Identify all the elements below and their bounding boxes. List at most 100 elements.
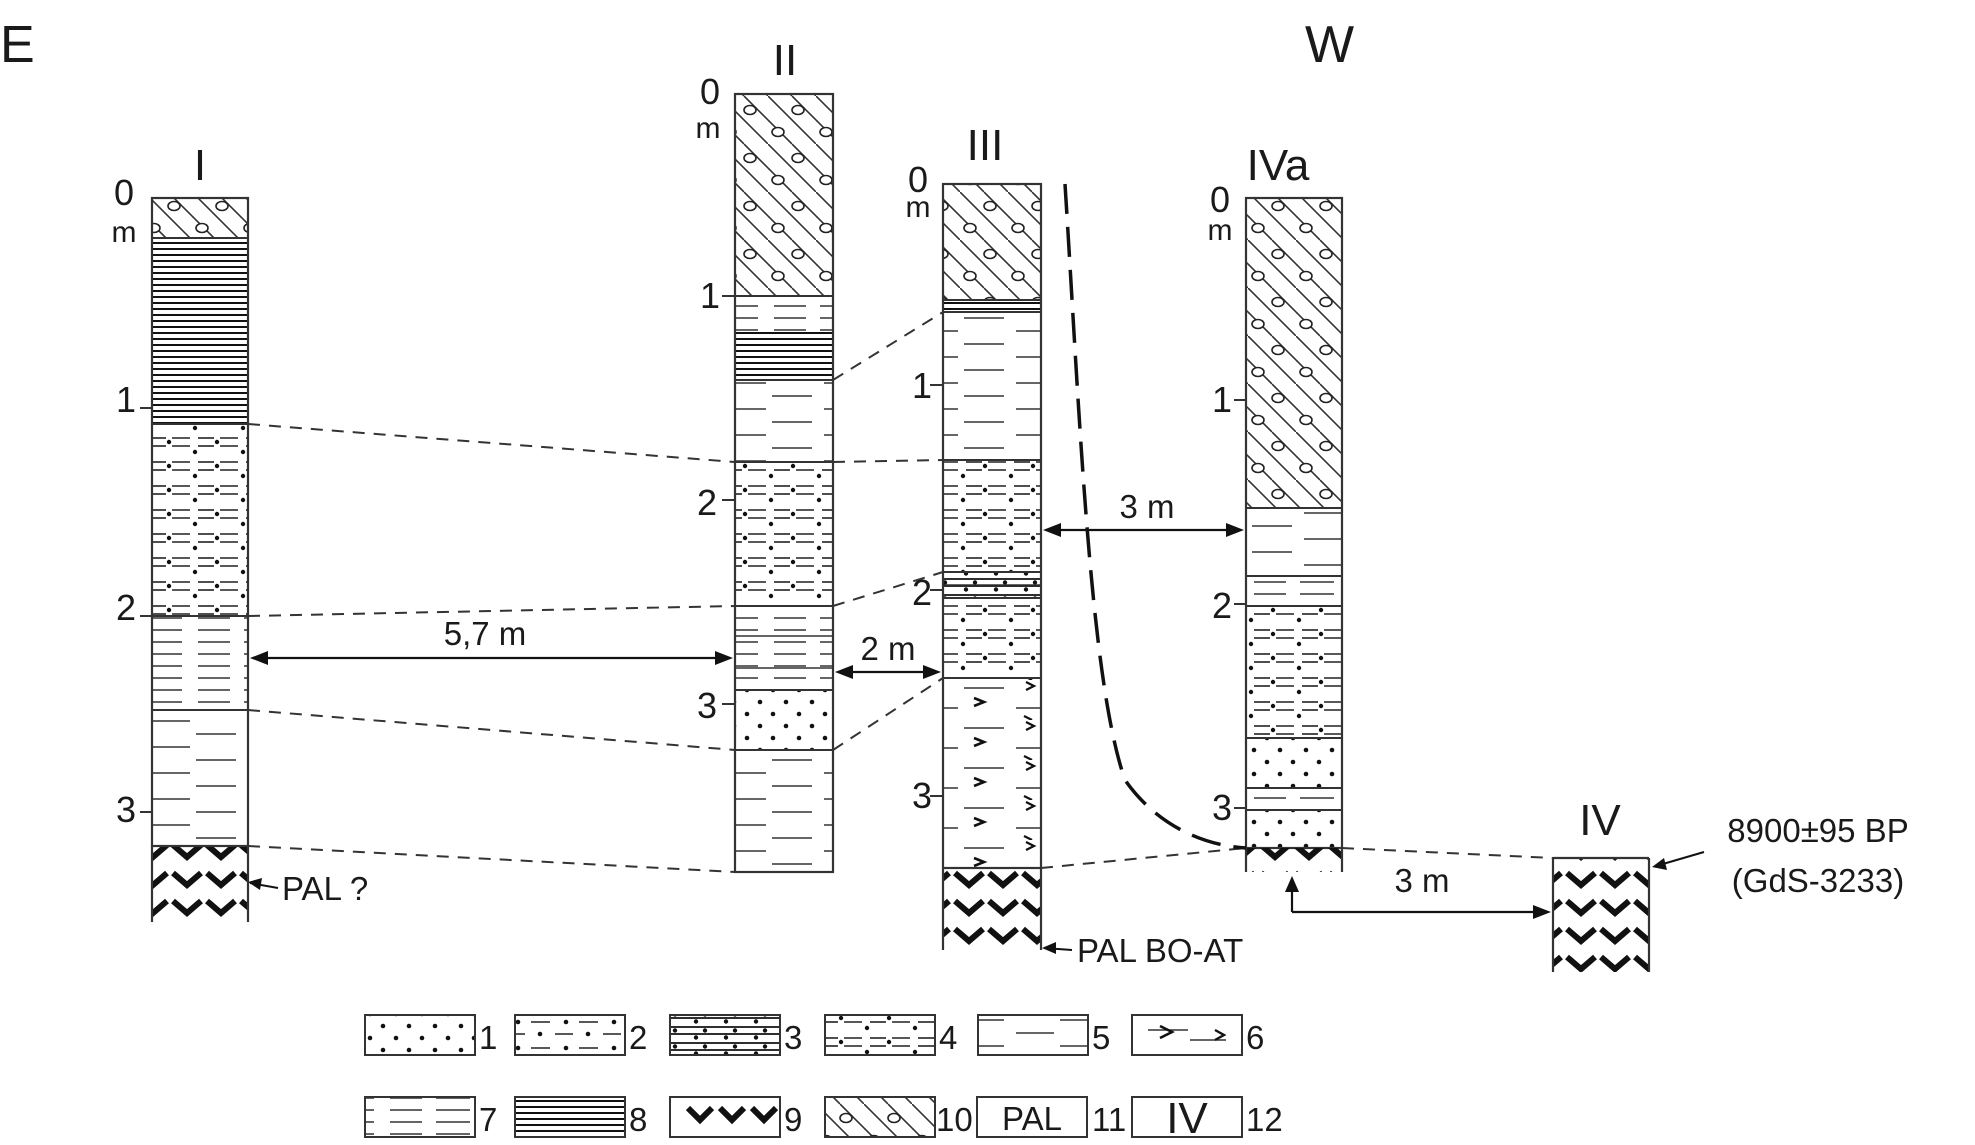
depth-label: 2 xyxy=(697,482,717,523)
column-IV: IV 8900±95 BP (GdS-3233) xyxy=(1551,796,1909,972)
column-label-IVa: IVa xyxy=(1247,141,1310,190)
legend-number: 6 xyxy=(1246,1019,1264,1056)
layer-sand xyxy=(1246,810,1342,848)
legend-number: 2 xyxy=(629,1019,647,1056)
layer-silt-with-plant-remains xyxy=(943,678,1041,868)
legend-item: 2 xyxy=(514,1014,647,1056)
legend-pattern-text: IV xyxy=(1166,1094,1208,1143)
legend-number: 4 xyxy=(939,1019,957,1056)
legend-item: 8 xyxy=(514,1096,647,1138)
layer-clayey-silt xyxy=(735,296,833,332)
layer-clayey-silt xyxy=(1246,576,1342,606)
direction-east: E xyxy=(0,16,35,74)
layer-sandy-silt xyxy=(152,424,248,616)
depth-label: 3 xyxy=(1212,787,1232,828)
layer-diamicton xyxy=(735,94,833,296)
depth-label: 1 xyxy=(912,365,932,406)
pollen-sample-label: PAL BO-AT xyxy=(1077,932,1243,969)
legend-item: 10 xyxy=(824,1096,973,1138)
legend-number: 5 xyxy=(1092,1019,1110,1056)
legend-item: 4 xyxy=(824,1014,957,1056)
legend-item: 3 xyxy=(669,1014,802,1056)
distance-arrow-III-IVa: 3 m xyxy=(1043,488,1244,537)
layer-laminated-clay xyxy=(943,300,1041,312)
layer-sand xyxy=(735,690,833,750)
layer-laminated-clay xyxy=(735,332,833,380)
layer-silt xyxy=(152,710,248,846)
layer-palaeosol xyxy=(943,868,1041,950)
legend-item: 1 xyxy=(364,1014,497,1056)
layer-sandy-silt xyxy=(1246,606,1342,738)
legend-number: 1 xyxy=(479,1019,497,1056)
depth-label: 1 xyxy=(116,379,136,420)
distance-label: 3 m xyxy=(1394,862,1449,899)
depth-label: 0 xyxy=(114,172,134,213)
layer-diamicton xyxy=(152,198,248,238)
column-IVa: IVa 0 m 1 2 3 xyxy=(1208,141,1344,872)
distance-label: 5,7 m xyxy=(444,615,527,652)
layer-palaeosol xyxy=(152,846,248,922)
distance-arrow-I-II: 5,7 m xyxy=(250,615,733,665)
legend-number: 7 xyxy=(479,1101,497,1138)
layer-diamicton xyxy=(1246,198,1342,508)
depth-label: 0 xyxy=(908,159,928,200)
column-label-II: II xyxy=(773,36,797,85)
legend-number: 12 xyxy=(1246,1101,1283,1138)
depth-label: 2 xyxy=(912,572,932,613)
distance-arrow-IVa-IV: 3 m xyxy=(1285,862,1551,919)
depth-label: 3 xyxy=(116,789,136,830)
depth-unit: m xyxy=(112,216,137,249)
column-II: II 0 m 1 2 3 xyxy=(696,36,835,874)
depth-unit: m xyxy=(1208,214,1233,247)
depth-unit: m xyxy=(906,191,931,224)
layer-sandy-silt xyxy=(943,460,1041,572)
depth-label: 0 xyxy=(1210,179,1230,220)
depth-label: 3 xyxy=(912,775,932,816)
depth-label: 1 xyxy=(1212,379,1232,420)
distance-label: 2 m xyxy=(860,630,915,667)
column-label-I: I xyxy=(194,141,206,190)
distance-label: 3 m xyxy=(1119,488,1174,525)
column-label-IV: IV xyxy=(1579,796,1621,845)
lab-code: (GdS-3233) xyxy=(1732,862,1904,899)
column-label-III: III xyxy=(967,121,1004,170)
layer-sandy-silt xyxy=(735,462,833,606)
depth-unit: m xyxy=(696,112,721,145)
legend-item: 7 xyxy=(364,1096,497,1138)
layer-clayey-silt xyxy=(152,616,248,710)
layer-silt xyxy=(1246,508,1342,576)
layer-palaeosol xyxy=(1246,848,1342,872)
layer-laminated-clay xyxy=(152,238,248,424)
correlation-lines xyxy=(247,311,1554,873)
depth-label: 2 xyxy=(1212,585,1232,626)
depth-label: 1 xyxy=(700,275,720,316)
radiocarbon-date: 8900±95 BP xyxy=(1727,812,1908,849)
distance-arrow-II-III: 2 m xyxy=(835,630,941,679)
legend-number: 11 xyxy=(1092,1101,1126,1138)
fault-line xyxy=(1063,183,1247,850)
layer-silt xyxy=(735,750,833,872)
pollen-sample-label: PAL ? xyxy=(282,870,368,907)
legend: 1 2 3 4 5 6 7 xyxy=(364,1014,1283,1143)
layer-clayey-silt xyxy=(735,606,833,690)
layer-clayey-silt xyxy=(1246,788,1342,810)
layer-silt xyxy=(943,312,1041,460)
layer-diamicton xyxy=(943,184,1041,300)
legend-item: 9 xyxy=(669,1096,802,1138)
depth-label: 3 xyxy=(697,685,717,726)
column-I: I 0 m 1 2 3 PAL ? xyxy=(112,141,368,922)
legend-number: 8 xyxy=(629,1101,647,1138)
direction-west: W xyxy=(1305,16,1354,74)
legend-number: 10 xyxy=(936,1101,973,1138)
layer-sandy-silt xyxy=(943,598,1041,678)
depth-label: 0 xyxy=(700,71,720,112)
legend-item: PAL 11 xyxy=(976,1096,1126,1138)
layer-silt xyxy=(735,380,833,462)
legend-number: 9 xyxy=(784,1101,802,1138)
legend-pattern-text: PAL xyxy=(1002,1100,1062,1137)
legend-item: 5 xyxy=(977,1014,1110,1056)
legend-number: 3 xyxy=(784,1019,802,1056)
legend-item: IV 12 xyxy=(1131,1094,1283,1143)
layer-palaeosol xyxy=(1553,858,1649,972)
